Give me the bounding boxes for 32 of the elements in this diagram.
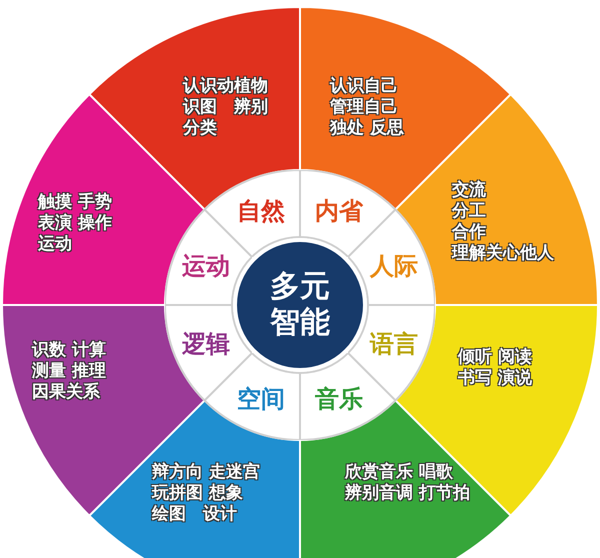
activity-text: 管理自己 (330, 97, 398, 118)
activity-text: 表演 操作 (38, 213, 112, 234)
intelligence-label: 自然 (236, 196, 285, 225)
intelligence-label: 逻辑 (182, 330, 230, 358)
activity-text: 认识自己 (330, 76, 398, 97)
activity-text: 识图 辨别 (183, 97, 268, 118)
activity-text: 分工 (452, 201, 486, 222)
activity-text: 识数 计算 (32, 340, 106, 361)
activity-text: 独处 反思 (330, 118, 404, 139)
activity-text: 欣赏音乐 唱歌 (345, 462, 453, 483)
intelligence-label: 语言 (370, 330, 418, 358)
activity-text: 分类 (183, 118, 217, 139)
activity-text: 运动 (38, 234, 72, 255)
activity-text: 书写 演说 (458, 368, 532, 389)
intelligence-label: 人际 (370, 252, 418, 280)
intelligence-label: 空间 (236, 385, 285, 414)
activity-text: 合作 (452, 222, 486, 243)
activity-text: 辩方向 走迷宫 (152, 462, 260, 483)
activity-text: 因果关系 (32, 382, 100, 403)
activity-text: 交流 (452, 180, 486, 201)
activity-text: 理解关心他人 (452, 243, 554, 264)
intelligence-label: 运动 (182, 252, 230, 280)
activity-text: 触摸 手势 (38, 192, 112, 213)
activity-text: 辨别音调 打节拍 (345, 483, 470, 504)
activity-text: 玩拼图 想象 (152, 483, 243, 504)
activity-text: 绘图 设计 (152, 504, 237, 525)
intelligence-label: 音乐 (315, 385, 364, 414)
intelligence-label: 内省 (315, 196, 364, 225)
activity-text: 测量 推理 (32, 361, 106, 382)
activity-text: 认识动植物 (183, 76, 268, 97)
activity-text: 倾听 阅读 (458, 347, 532, 368)
center-title: 多元智能 (269, 269, 331, 341)
